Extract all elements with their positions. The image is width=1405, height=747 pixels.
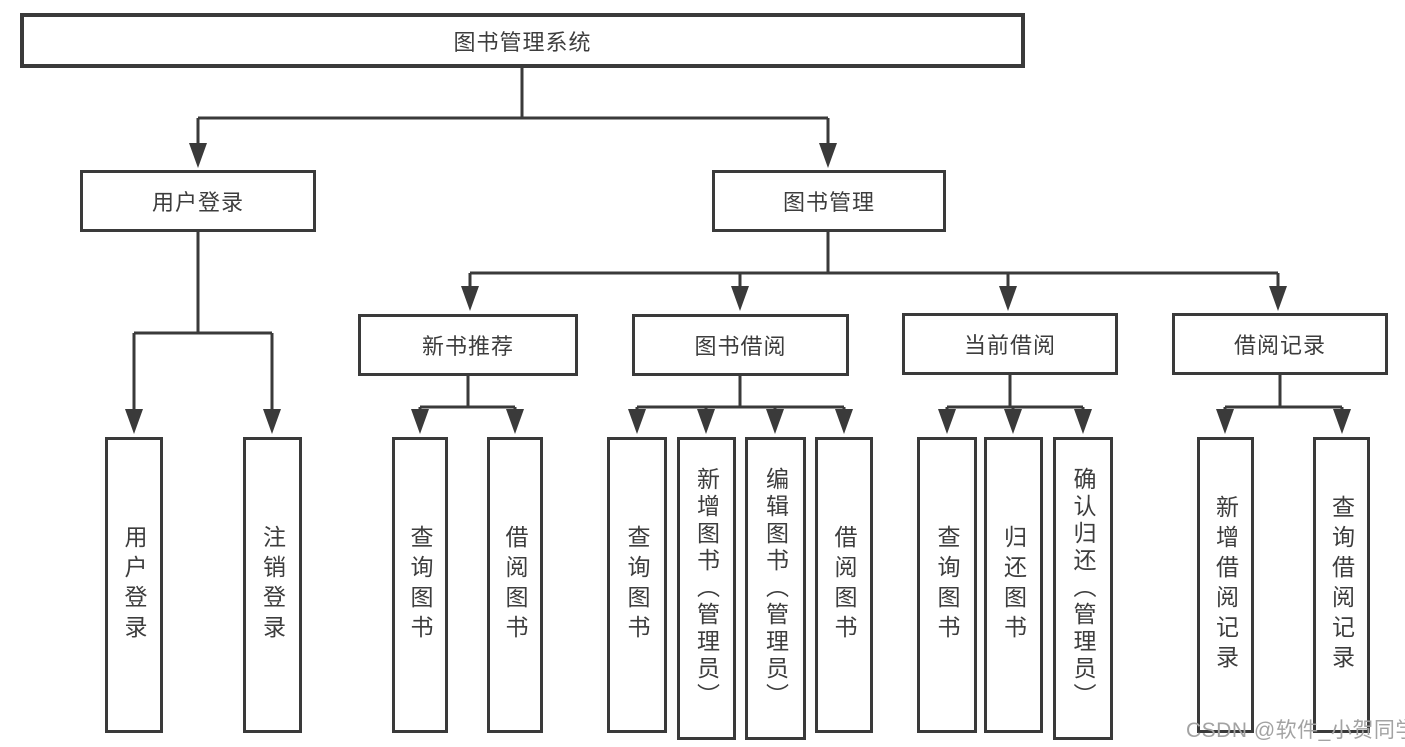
leaf-borrow-borrow-book: 借阅图书	[815, 437, 873, 733]
arrowheads	[125, 143, 1351, 434]
leaf-current-query-book: 查询图书	[917, 437, 977, 733]
leaf-records-query-record: 查询借阅记录	[1313, 437, 1370, 733]
leaf-user-login: 用户登录	[105, 437, 163, 733]
leaf-borrow-edit-book-admin: 编辑图书（管理员）	[745, 437, 806, 740]
leaf-current-confirm-return-admin: 确认归还（管理员）	[1053, 437, 1113, 740]
csdn-watermark: CSDN @软件_小贺同学	[1186, 719, 1405, 742]
leaf-borrow-add-book-admin: 新增图书（管理员）	[677, 437, 736, 740]
leaf-recommend-query-book: 查询图书	[392, 437, 448, 733]
node-book-management: 图书管理	[712, 170, 946, 232]
leaf-recommend-borrow-book: 借阅图书	[487, 437, 543, 733]
node-borrow-records: 借阅记录	[1172, 313, 1388, 375]
leaf-logout-login: 注销登录	[243, 437, 302, 733]
node-root-system: 图书管理系统	[20, 13, 1025, 68]
leaf-current-return-book: 归还图书	[984, 437, 1043, 733]
node-new-book-recommend: 新书推荐	[358, 314, 578, 376]
leaf-records-add-record: 新增借阅记录	[1197, 437, 1254, 733]
node-current-borrow: 当前借阅	[902, 313, 1118, 375]
node-book-borrow: 图书借阅	[632, 314, 849, 376]
node-user-login: 用户登录	[80, 170, 316, 232]
leaf-borrow-query-book: 查询图书	[607, 437, 667, 733]
